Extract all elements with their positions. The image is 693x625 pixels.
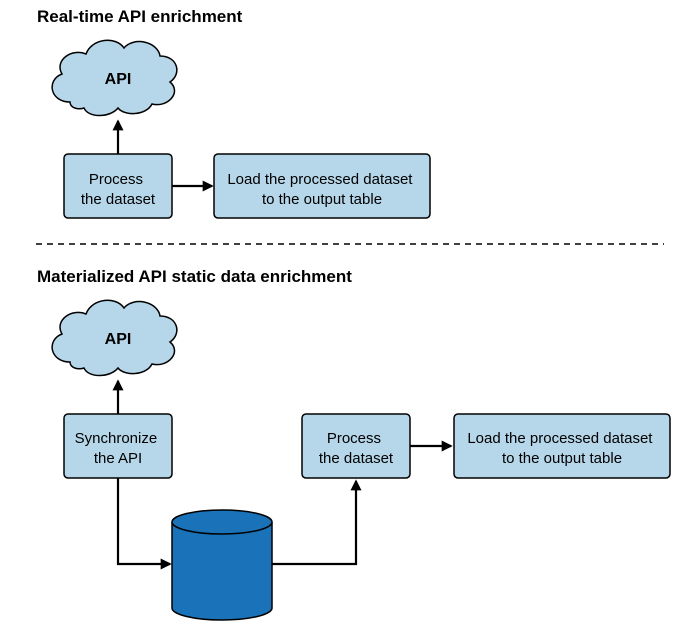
materialized-load-line2: to the output table <box>502 450 622 467</box>
realtime-process-box: Process the dataset <box>63 153 173 219</box>
svg-text:Process the dataset: Process the dataset <box>81 171 156 208</box>
svg-text:Load the processed dataset: Load the processed dataset to the output… <box>227 171 416 208</box>
svg-text:Load the processed dataset: Load the processed dataset to the output… <box>467 430 656 467</box>
svg-text:Synchronize the API: Synchronize the API <box>75 430 162 467</box>
realtime-load-line2: to the output table <box>262 191 382 208</box>
materialized-section-title: Materialized API static data enrichment <box>37 267 352 286</box>
realtime-load-line1: Load the processed dataset <box>227 171 413 188</box>
materialized-cloud-label: API <box>105 331 132 348</box>
materialized-sync-box: Synchronize the API <box>63 413 173 479</box>
materialized-process-line1: Process <box>327 430 381 447</box>
realtime-load-box: Load the processed dataset to the output… <box>213 153 431 219</box>
realtime-process-line2: the dataset <box>81 191 156 208</box>
database-icon <box>171 509 273 621</box>
realtime-cloud-label: API <box>105 71 132 88</box>
realtime-process-line1: Process <box>89 171 143 188</box>
svg-text:Process the dataset: Process the dataset <box>319 430 394 467</box>
materialized-api-cloud: API <box>51 299 178 377</box>
materialized-load-box: Load the processed dataset to the output… <box>453 413 671 479</box>
materialized-load-line1: Load the processed dataset <box>467 430 653 447</box>
materialized-process-line2: the dataset <box>319 450 394 467</box>
realtime-section-title: Real-time API enrichment <box>37 7 243 26</box>
cloud-icon <box>51 299 178 377</box>
sync-line1: Synchronize <box>75 430 158 447</box>
realtime-api-cloud: API <box>51 39 178 117</box>
materialized-process-box: Process the dataset <box>301 413 411 479</box>
database-to-process-arrow <box>272 479 362 566</box>
sync-line2: the API <box>94 450 142 467</box>
sync-to-database-arrow <box>116 478 172 570</box>
cloud-icon <box>51 39 178 117</box>
